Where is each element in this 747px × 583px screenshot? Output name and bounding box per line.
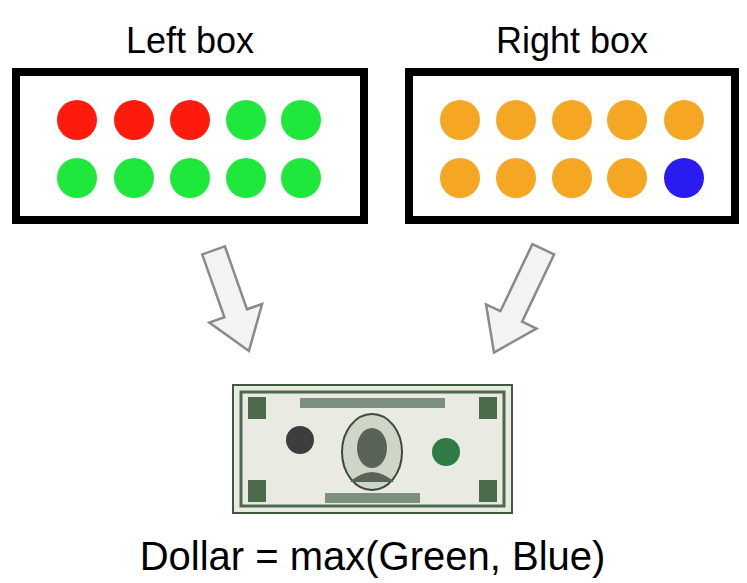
- green-ball: [226, 158, 266, 198]
- orange-ball: [440, 100, 480, 140]
- bill-seal: [286, 426, 314, 454]
- formula-caption: Dollar = max(Green, Blue): [140, 533, 606, 579]
- bill-corner: [479, 480, 497, 502]
- green-ball: [57, 158, 97, 198]
- orange-ball: [496, 100, 536, 140]
- orange-ball: [664, 100, 704, 140]
- bill-corner: [479, 397, 497, 419]
- block-arrow: [202, 246, 262, 351]
- dollar-bill: Dollar = max(Green, Blue): [233, 385, 512, 513]
- orange-ball: [496, 158, 536, 198]
- green-ball: [281, 100, 321, 140]
- orange-ball: [607, 158, 647, 198]
- orange-ball: [607, 100, 647, 140]
- orange-ball: [552, 158, 592, 198]
- red-ball: [170, 100, 210, 140]
- bill-banner: [325, 493, 420, 503]
- orange-ball: [552, 100, 592, 140]
- green-ball: [226, 100, 266, 140]
- bill-portrait: [357, 428, 387, 468]
- dollar-bill: [233, 385, 512, 513]
- box-frame: Left box: [12, 68, 368, 224]
- green-ball: [114, 158, 154, 198]
- box-heading: Right box: [496, 20, 648, 62]
- block-arrow: [486, 244, 554, 352]
- bill-portrait: [350, 472, 394, 482]
- red-ball: [114, 100, 154, 140]
- bill-paper: [233, 385, 512, 513]
- bill-border: [241, 392, 504, 506]
- bill-portrait-frame: [342, 414, 402, 490]
- bill-corner: [248, 397, 266, 419]
- left-box-balls: [57, 100, 321, 198]
- box-heading: Left box: [126, 20, 254, 62]
- right-box-balls: [440, 100, 704, 198]
- green-ball: [170, 158, 210, 198]
- red-ball: [57, 100, 97, 140]
- bill-banner: [300, 398, 445, 408]
- bill-corner: [248, 480, 266, 502]
- box-frame: Right box: [405, 68, 739, 224]
- green-ball: [281, 158, 321, 198]
- bill-seal: [432, 438, 460, 466]
- orange-ball: [440, 158, 480, 198]
- blue-ball: [664, 158, 704, 198]
